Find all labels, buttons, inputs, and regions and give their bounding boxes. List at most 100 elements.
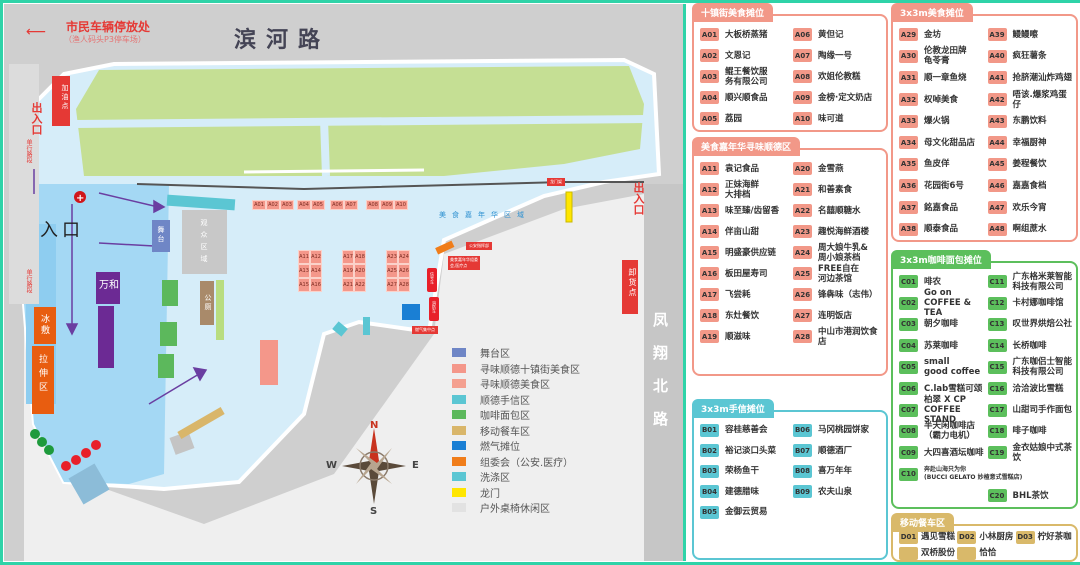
stall-A08[interactable]: A08 <box>366 200 380 210</box>
stall-A26[interactable]: A26 <box>398 264 410 278</box>
stall-A03[interactable]: A03 <box>280 200 294 210</box>
vendor-item[interactable]: 双桥股份 <box>899 545 955 561</box>
stall-A12[interactable]: A12 <box>310 250 322 264</box>
stall-A04[interactable]: A04 <box>297 200 311 210</box>
stall-A24[interactable]: A24 <box>398 250 410 264</box>
stall-A13[interactable]: A13 <box>298 264 310 278</box>
stall-A01[interactable]: A01 <box>252 200 266 210</box>
stall-A23[interactable]: A23 <box>386 250 398 264</box>
stall-A17[interactable]: A17 <box>342 250 354 264</box>
stall-A02[interactable]: A02 <box>266 200 280 210</box>
stall-A22[interactable]: A22 <box>354 278 366 292</box>
stall-A18[interactable]: A18 <box>354 250 366 264</box>
stall-A10[interactable]: A10 <box>394 200 408 210</box>
vendor-item[interactable]: 恰恰 <box>957 545 1013 561</box>
stall-A16[interactable]: A16 <box>310 278 322 292</box>
entry-label[interactable]: 入口 <box>40 220 84 241</box>
stall-A11[interactable]: A11 <box>298 250 310 264</box>
stall-A25[interactable]: A25 <box>386 264 398 278</box>
stall-A05[interactable]: A05 <box>311 200 325 210</box>
stall-A09[interactable]: A09 <box>380 200 394 210</box>
exit-left[interactable]: 出入口 <box>30 102 43 135</box>
stall-A28[interactable]: A28 <box>398 278 410 292</box>
stall-A06[interactable]: A06 <box>330 200 344 210</box>
stall-A19[interactable]: A19 <box>342 264 354 278</box>
stall-A21[interactable]: A21 <box>342 278 354 292</box>
stall-A14[interactable]: A14 <box>310 264 322 278</box>
